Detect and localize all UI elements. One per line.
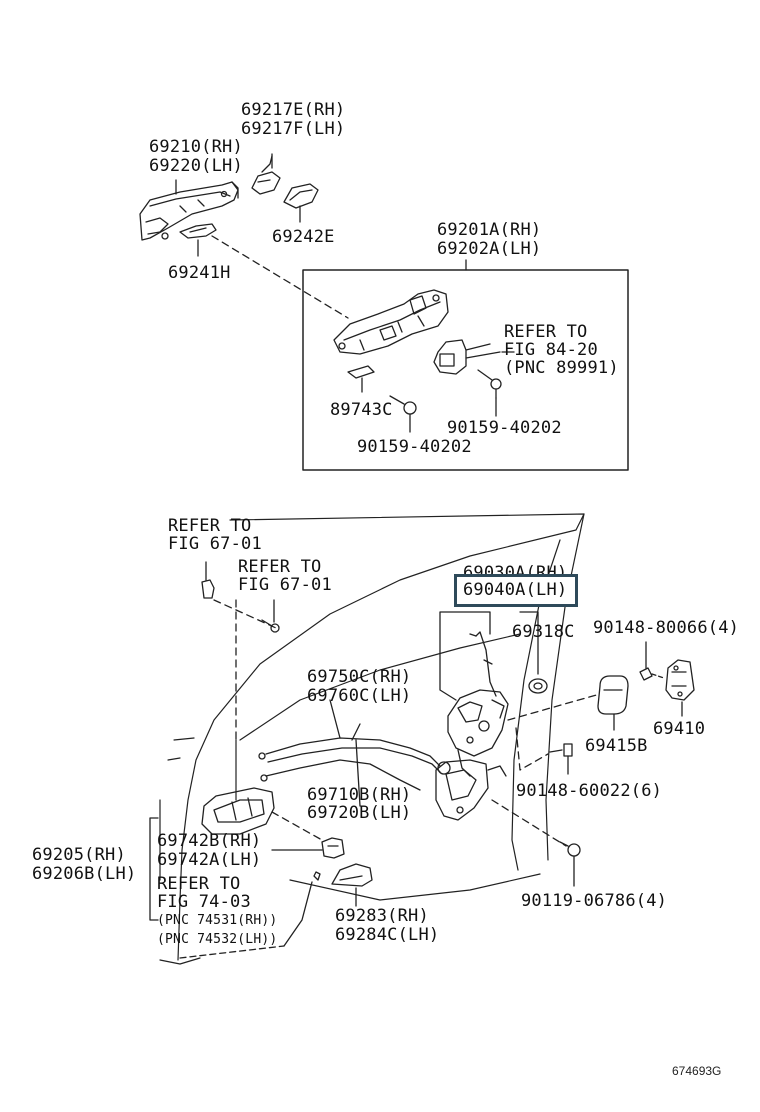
inside-handle-part [201,787,275,835]
lock-screw-part [549,743,573,775]
label-fig-67-01-b[interactable]: FIG 67-01 [238,575,332,595]
handle-cover-part [331,863,373,887]
label-fig-67-01-a[interactable]: FIG 67-01 [168,534,262,554]
label-69205-rh[interactable]: 69205(RH) [32,845,126,865]
label-69241h[interactable]: 69241H [168,263,231,283]
dashed-line-bottom [179,945,285,959]
striker-screw-part [639,641,665,681]
label-69040a-lh[interactable]: 69040A(LH) [463,580,568,600]
label-69210-rh[interactable]: 69210(RH) [149,137,243,157]
dashed-link-inside-handle [271,811,323,841]
leader-69040 [439,611,491,701]
label-pnc-89991: (PNC 89991) [504,358,619,378]
screw-bottom-part [389,395,417,433]
label-89743c[interactable]: 89743C [330,400,393,420]
dashed-link-lock-screw [515,727,549,771]
label-69742a-lh[interactable]: 69742A(LH) [157,850,262,870]
label-69710b-rh[interactable]: 69710B(RH) [307,785,412,805]
label-69742b-rh[interactable]: 69742B(RH) [157,831,262,851]
label-69201a-rh[interactable]: 69201A(RH) [437,220,542,240]
latch-rod-part [469,631,497,697]
dashed-link-handle-to-frame [211,235,349,319]
label-69415b[interactable]: 69415B [585,736,648,756]
label-69750c-rh[interactable]: 69750C(RH) [307,667,412,687]
door-striker-part [665,659,695,717]
dashed-link-shim [507,693,601,721]
bracket-69205 [149,817,159,921]
label-69242e[interactable]: 69242E [272,227,335,247]
outside-handle-frame-part [139,181,239,241]
handle-cap-part [251,155,281,195]
leader-69318 [519,611,539,675]
label-69202a-lh[interactable]: 69202A(LH) [437,239,542,259]
label-69220-lh[interactable]: 69220(LH) [149,156,243,176]
label-90159-40202-right[interactable]: 90159-40202 [447,418,562,438]
label-pnc-74532: (PNC 74532(LH)) [157,932,278,947]
highlight-69040a-box [454,574,578,607]
label-69410[interactable]: 69410 [653,719,706,739]
label-69206b-lh[interactable]: 69206B(LH) [32,864,137,884]
leader-pnc-74531 [283,881,313,947]
striker-shim-part [597,675,629,731]
handle-frame-sub-part [333,289,449,355]
label-69283-rh[interactable]: 69283(RH) [335,906,429,926]
screw-refer-6701-part [261,599,280,633]
grommet-69318c-part [528,678,548,694]
label-refer-to-6701-a: REFER TO [168,516,252,536]
clip-refer-6701-part [201,561,215,599]
dashed-link-clips [213,599,277,629]
label-90159-40202-bottom[interactable]: 90159-40202 [357,437,472,457]
label-90119-06786[interactable]: 90119-06786(4) [521,891,668,911]
label-69217-lh[interactable]: 69217F(LH) [241,119,346,139]
handle-pad-front-part [179,223,217,239]
label-69284c-lh[interactable]: 69284C(LH) [335,925,440,945]
label-90148-60022[interactable]: 90148-60022(6) [516,781,663,801]
label-69318c[interactable]: 69318C [512,622,575,642]
handle-pad-rear-part [283,183,319,209]
control-cable-part [258,699,441,807]
label-69720b-lh[interactable]: 69720B(LH) [307,803,412,823]
label-refer-to-7403: REFER TO [157,874,241,894]
label-90148-80066[interactable]: 90148-80066(4) [593,618,740,638]
label-fig-74-03[interactable]: FIG 74-03 [157,892,251,912]
label-refer-to-8420: REFER TO [504,322,588,342]
label-69760c-lh[interactable]: 69760C(LH) [307,686,412,706]
inside-handle-bezel-part [321,837,345,859]
lock-cylinder-part [433,339,501,375]
dashed-link-hinge-screw [491,799,567,847]
bracket-89743c-part [347,365,375,393]
hinge-screw-part [559,841,581,887]
label-69217-rh[interactable]: 69217E(RH) [241,100,346,120]
label-pnc-74531: (PNC 74531(RH)) [157,913,278,928]
small-clip-part [313,871,321,881]
figure-code: 674693G [672,1064,722,1078]
label-fig-84-20[interactable]: FIG 84-20 [504,340,598,360]
door-lock-assembly-part [435,689,509,821]
label-refer-to-6701-b: REFER TO [238,557,322,577]
screw-right-part [477,369,502,399]
